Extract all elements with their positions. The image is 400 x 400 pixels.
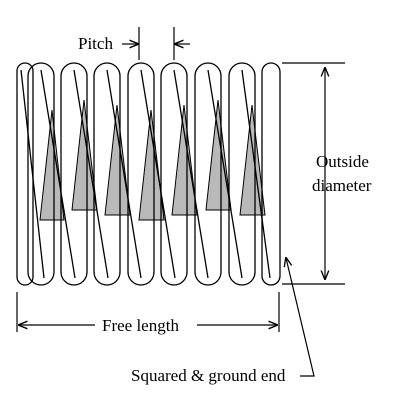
squared-end-right [261,62,281,286]
shade-wedge-2 [71,99,98,211]
squared-end-left [16,62,34,286]
coil-3 [93,62,121,286]
shade-wedge-5 [171,104,198,216]
pitch-label: Pitch [78,34,113,53]
shade-wedge-7 [239,104,266,216]
outside-diameter-label-line1: Outside [316,152,369,171]
coil-7 [228,62,256,286]
shade-wedge-6 [205,99,232,211]
free-length-dimension: Free length [16,292,280,335]
shade-wedge-3 [104,104,131,216]
coil-4 [127,62,155,286]
free-length-label: Free length [102,316,179,335]
outside-diameter-label-line2: diameter [312,176,372,195]
coil-6 [194,62,222,286]
coil-1 [27,62,55,286]
shade-wedge-4 [138,109,165,221]
outside-diameter-dimension: Outside diameter [282,62,372,285]
squared-end-label: Squared & ground end [131,366,286,385]
coil-2 [60,62,88,286]
squared-end-callout: Squared & ground end [131,258,315,385]
spring-coils [16,62,281,286]
pitch-dimension: Pitch [78,27,190,60]
coil-diagonals [20,69,271,279]
squared-end-leader [286,258,315,377]
shade-wedge-1 [39,109,65,221]
coil-5 [160,62,188,286]
coil-shading [39,99,266,221]
